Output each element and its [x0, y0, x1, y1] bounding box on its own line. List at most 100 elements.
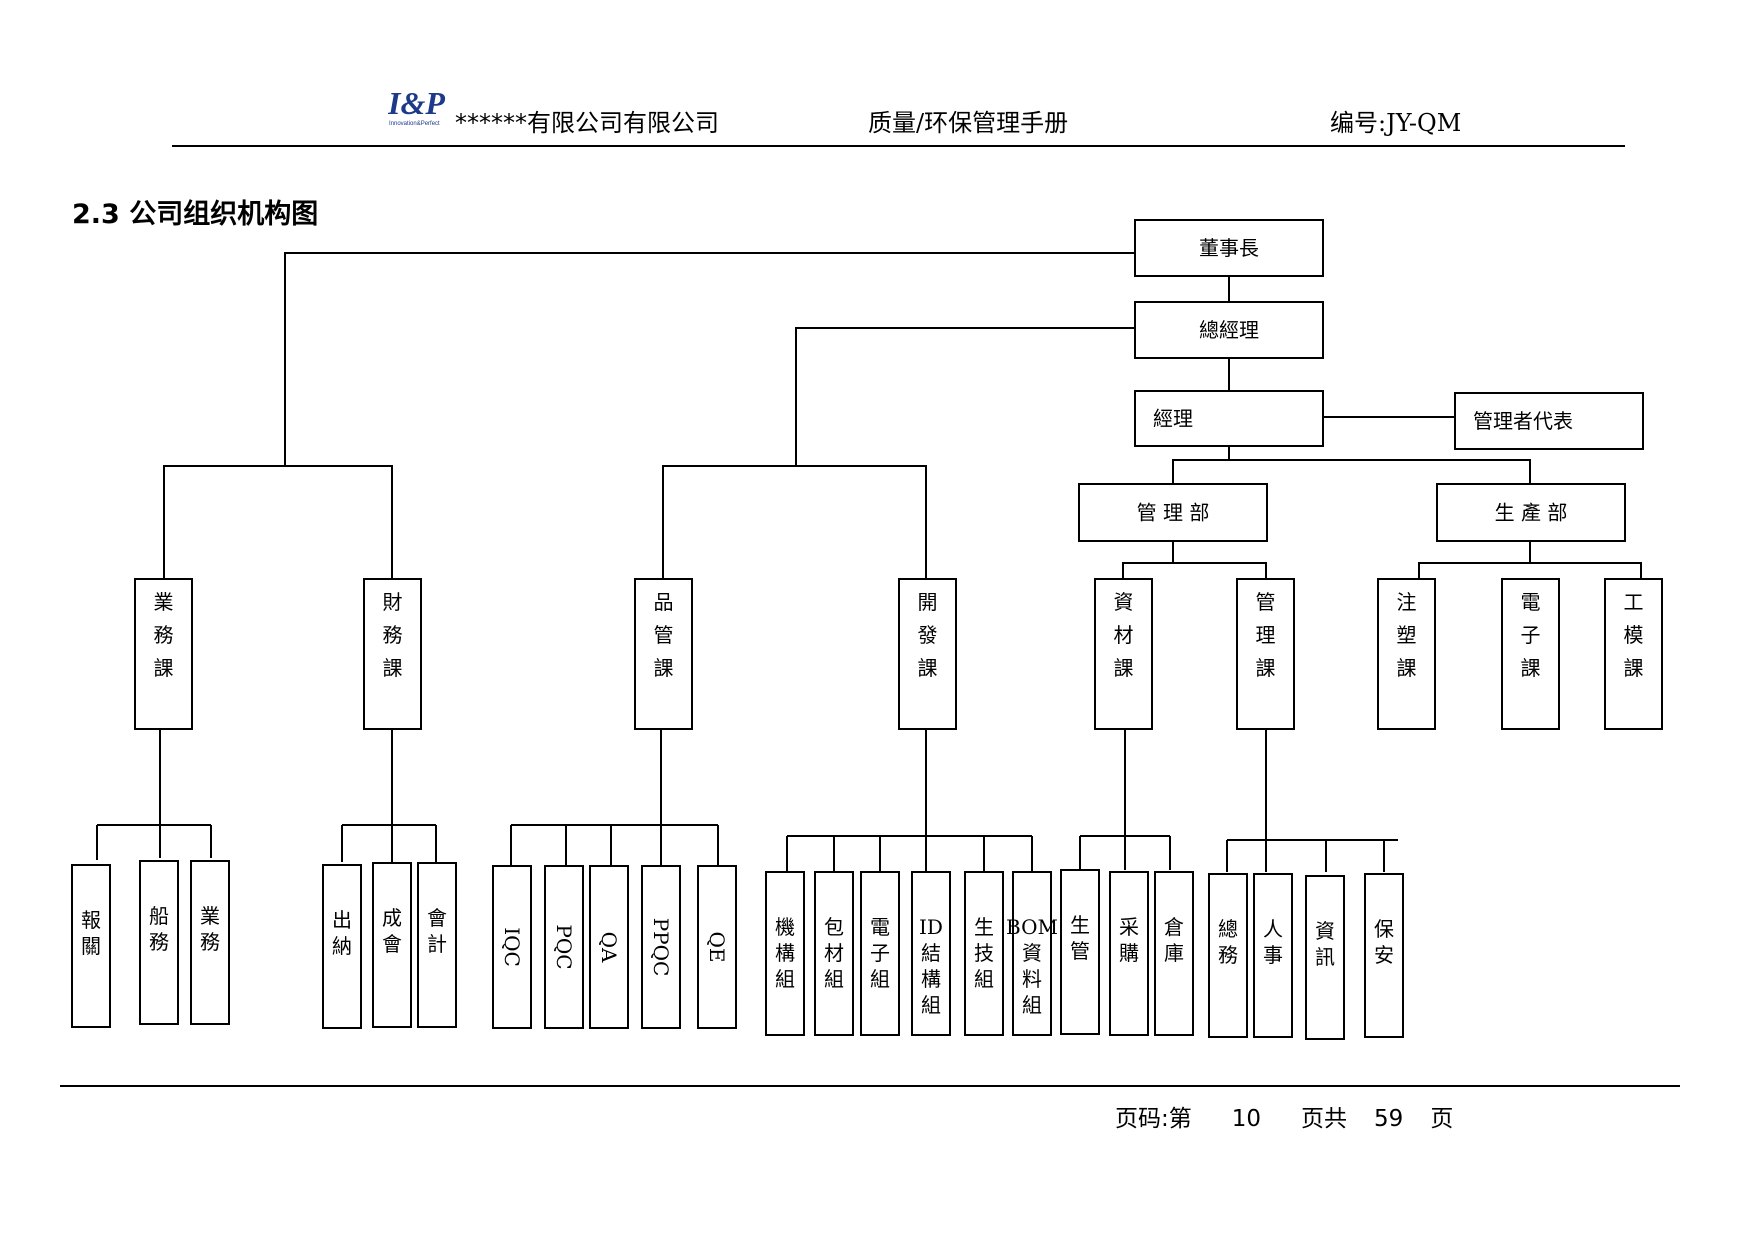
company-logo: I&P Innovation&Perfect: [388, 86, 445, 127]
general-manager-box-frame: [1134, 301, 1324, 359]
unit-mechanism-char: 構: [775, 941, 795, 965]
section-admin-frame: [1236, 578, 1295, 730]
unit-security-char: 安: [1374, 943, 1394, 967]
section-electronics-char: 課: [1521, 656, 1541, 680]
section-admin: 管理課: [1236, 578, 1295, 730]
unit-electronic: 電子組: [860, 871, 900, 1036]
section-dev-char: 課: [918, 656, 938, 680]
logo-tagline: Innovation&Perfect: [389, 121, 440, 127]
section-finance-char: 財: [383, 590, 403, 614]
admin-dept-box-frame: [1078, 483, 1268, 542]
unit-hr: 人事: [1253, 873, 1293, 1038]
unit-engineering: 生技組: [964, 871, 1004, 1036]
unit-accounting-char: 會: [427, 906, 447, 930]
document-code-label: 编号:: [1330, 109, 1387, 137]
section-qc-char: 課: [654, 656, 674, 680]
document-code: 编号:JY-QM: [1330, 103, 1461, 138]
section-dev: 開發課: [898, 578, 957, 730]
section-injection-frame: [1377, 578, 1436, 730]
section-injection: 注塑課: [1377, 578, 1436, 730]
manual-title: 质量/环保管理手册: [868, 109, 1069, 137]
unit-id-structure-frame: [911, 871, 951, 1036]
manager-box-frame: [1134, 390, 1324, 447]
section-qc: 品管課: [634, 578, 693, 730]
unit-cost-accounting-char: 會: [382, 932, 402, 956]
admin-dept-bus: [1122, 562, 1267, 579]
production-dept-box: 生 產 部: [1436, 483, 1626, 542]
unit-production-control-char: 管: [1070, 939, 1090, 963]
section-mold-char: 模: [1624, 623, 1644, 647]
unit-production-control-char: 生: [1070, 913, 1090, 937]
admin-dept-box-label: 管 理 部: [1137, 501, 1210, 525]
unit-general-affairs-char: 總: [1218, 917, 1238, 941]
sales-finance-bus: [163, 465, 393, 579]
unit-bom-data-char: 組: [1022, 993, 1042, 1017]
production-dept-box-label: 生 產 部: [1495, 501, 1568, 525]
unit-engineering-char: 組: [974, 967, 994, 991]
unit-qe-label: QE: [705, 932, 729, 963]
section-electronics-char: 電: [1521, 590, 1541, 614]
unit-purchasing-char: 購: [1119, 941, 1139, 965]
section-material: 資材課: [1094, 578, 1153, 730]
section-mold-char: 工: [1624, 590, 1644, 614]
unit-security: 保安: [1364, 873, 1404, 1038]
section-sales-frame: [134, 578, 193, 730]
section-electronics-frame: [1501, 578, 1560, 730]
section-finance-char: 務: [383, 623, 403, 647]
unit-cost-accounting: 成會: [372, 862, 412, 1028]
section-admin-char: 理: [1256, 623, 1276, 647]
unit-shipping-char: 船: [149, 904, 169, 928]
section-finance-char: 課: [383, 656, 403, 680]
unit-customs-frame: [71, 864, 111, 1028]
qc-dev-bus: [662, 465, 927, 579]
unit-qa: QA: [589, 865, 629, 1029]
section-sales: 業務課: [134, 578, 193, 730]
section-material-frame: [1094, 578, 1153, 730]
admin-dept-box: 管 理 部: [1078, 483, 1268, 542]
section-injection-char: 塑: [1397, 623, 1417, 647]
section-mold: 工模課: [1604, 578, 1663, 730]
unit-shipping-frame: [139, 860, 179, 1025]
unit-security-char: 保: [1374, 917, 1394, 941]
unit-general-affairs-char: 務: [1218, 943, 1238, 967]
unit-purchasing-frame: [1109, 871, 1149, 1036]
page-ye: 页: [1430, 1106, 1454, 1132]
header-rule: [172, 145, 1625, 147]
unit-iqc-label: IQC: [500, 927, 524, 967]
section-finance-frame: [363, 578, 422, 730]
unit-qa-frame: [589, 865, 629, 1029]
unit-accounting-frame: [417, 862, 457, 1028]
unit-warehouse-char: 倉: [1164, 915, 1184, 939]
unit-purchasing: 采購: [1109, 871, 1149, 1036]
total-label: 页共: [1301, 1106, 1348, 1132]
section-injection-char: 注: [1397, 590, 1417, 614]
unit-engineering-char: 生: [974, 915, 994, 939]
unit-business: 業務: [190, 860, 230, 1025]
manager-box-label: 經理: [1153, 407, 1193, 431]
unit-packaging-char: 材: [824, 941, 844, 965]
unit-general-affairs-frame: [1208, 873, 1248, 1038]
management-rep-box: 管理者代表: [1454, 392, 1644, 450]
unit-pqc-label: PQC: [552, 924, 576, 969]
unit-it: 資訊: [1305, 875, 1345, 1040]
section-qc-char: 品: [654, 590, 674, 614]
section-electronics-char: 子: [1521, 623, 1541, 647]
unit-warehouse: 倉庫: [1154, 871, 1194, 1036]
page-number: 10: [1231, 1106, 1262, 1132]
unit-packaging-char: 包: [824, 915, 844, 939]
unit-id-structure-char: 構: [921, 967, 941, 991]
chairman-branch: [284, 252, 1135, 466]
section-mold-frame: [1604, 578, 1663, 730]
total-pages: 59: [1374, 1106, 1404, 1132]
unit-engineering-frame: [964, 871, 1004, 1036]
section-dev-frame: [898, 578, 957, 730]
unit-qa-label: QA: [597, 932, 621, 963]
unit-qe: QE: [697, 865, 737, 1029]
unit-mechanism-char: 組: [775, 967, 795, 991]
section-material-char: 課: [1114, 656, 1134, 680]
unit-cost-accounting-char: 成: [382, 906, 402, 930]
manager-to-depts: [1172, 459, 1531, 484]
unit-it-char: 訊: [1315, 945, 1335, 969]
